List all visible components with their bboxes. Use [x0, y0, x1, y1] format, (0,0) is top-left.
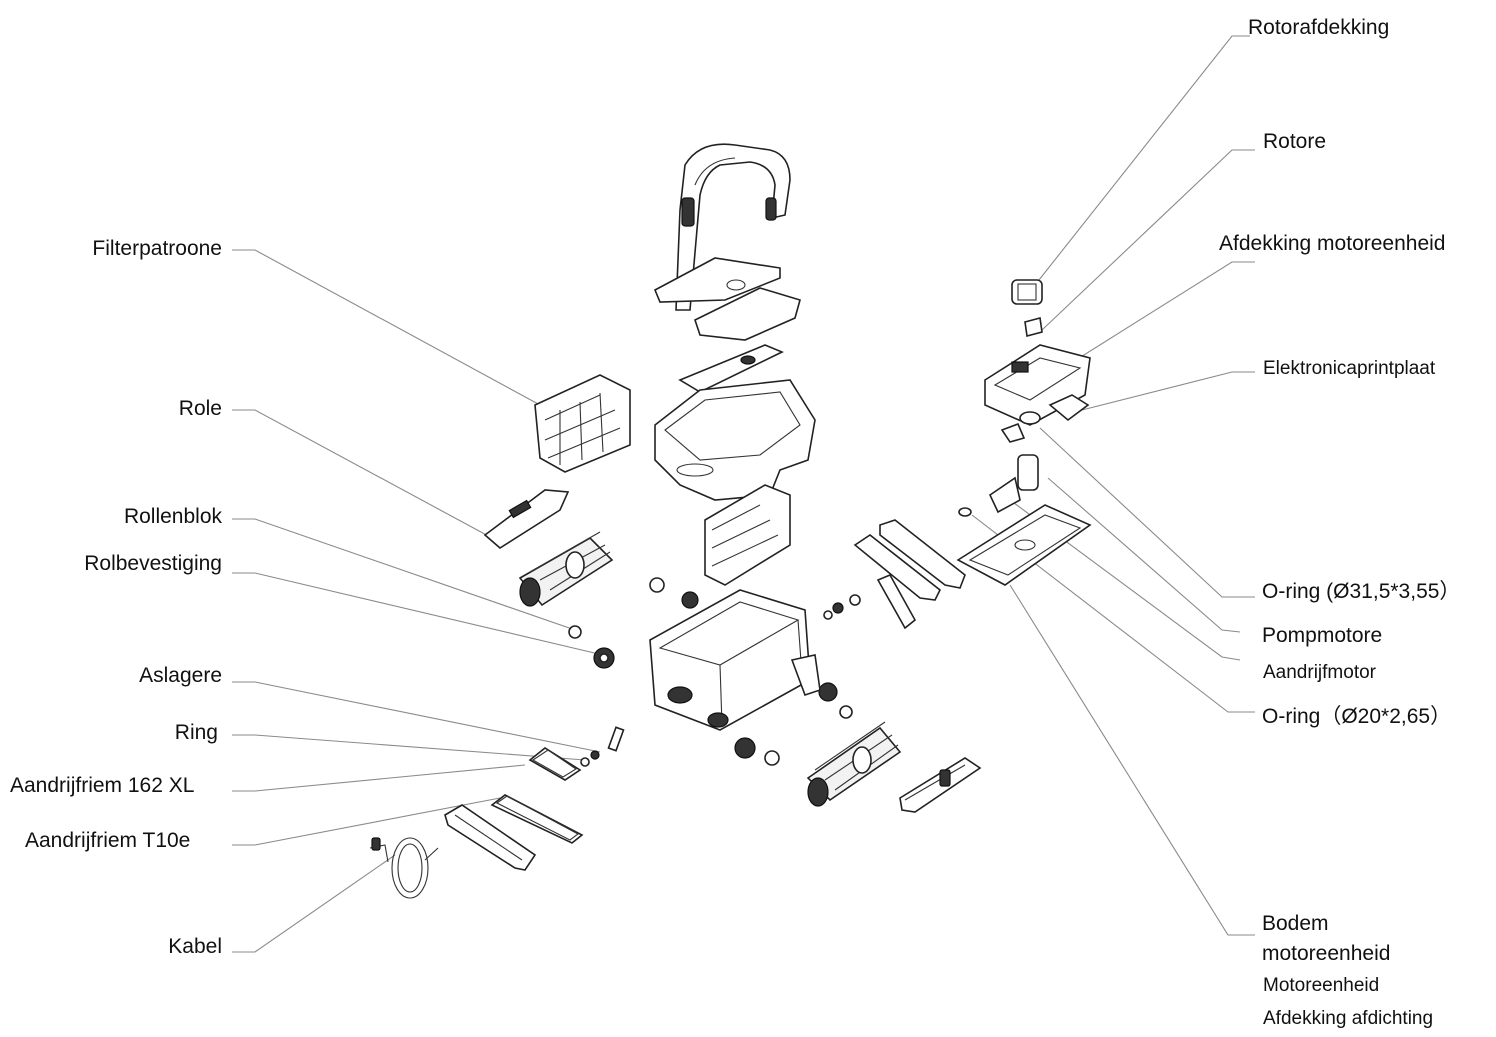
label-motoreenheid-2: Motoreenheid — [1263, 975, 1380, 996]
left-lower-parts — [369, 747, 584, 899]
center-filter — [704, 484, 791, 586]
leader-filterpatroone — [232, 249, 541, 406]
label-aandrijfriem-162xl: Aandrijfriem 162 XL — [10, 774, 195, 797]
label-afdekking-afdichting: Afdekking afdichting — [1263, 1008, 1434, 1029]
clipped-text-fragment — [6, 756, 66, 764]
label-afdekking-motoreenheid: Afdekking motoreenheid — [1219, 232, 1446, 255]
clipped-text-fragment-2 — [6, 818, 86, 826]
label-role: Role — [178, 397, 222, 420]
leader-aandrijfriem-t10e — [232, 797, 501, 846]
label-elektronicaprintplaat: Elektronicaprintplaat — [1263, 358, 1436, 379]
leader-rotore — [1041, 149, 1255, 331]
label-rolbevestiging: Rolbevestiging — [84, 552, 222, 575]
left-roller-block — [483, 489, 570, 549]
leader-rollenblok — [232, 518, 576, 631]
label-kabel: Kabel — [168, 935, 222, 958]
chassis — [649, 589, 821, 731]
label-filterpatroone: Filterpatroone — [92, 237, 222, 260]
leader-aandrijfmotor — [1009, 499, 1241, 661]
leader-rolbevestiging — [232, 572, 604, 656]
leader-pompmotore — [1047, 477, 1241, 633]
bottom-plate — [956, 504, 1092, 586]
leader-oring-31 — [1039, 427, 1255, 598]
top-lids — [653, 257, 801, 341]
label-rollenblok: Rollenblok — [123, 505, 222, 528]
leader-rotorafdekking — [1034, 35, 1250, 286]
leader-bodem — [1009, 584, 1255, 936]
label-bodem: Bodem — [1262, 912, 1329, 935]
leader-elektronicaprintplaat — [1081, 371, 1255, 411]
label-rotorafdekking: Rotorafdekking — [1248, 16, 1390, 39]
label-oring-31: O-ring (Ø31,5*3,55） — [1262, 580, 1461, 603]
right-lower-parts — [899, 757, 982, 813]
label-motoreenheid: motoreenheid — [1262, 942, 1391, 965]
label-aandrijfmotor: Aandrijfmotor — [1263, 662, 1376, 683]
motor-unit-parts — [958, 279, 1091, 517]
label-aslagere: Aslagere — [139, 664, 222, 687]
leader-lines — [232, 35, 1255, 953]
leader-oring-20 — [971, 514, 1255, 713]
body-top — [654, 344, 816, 501]
left-brush-roller — [518, 531, 614, 607]
left-filter-basket — [534, 374, 631, 473]
small-parts — [568, 577, 861, 767]
leader-aslagere — [232, 681, 601, 753]
leader-afdekking-motoreenheid — [1067, 261, 1255, 366]
label-oring-20: O-ring（Ø20*2,65） — [1262, 705, 1452, 728]
label-rotore: Rotore — [1263, 130, 1327, 153]
leader-ring — [232, 734, 586, 761]
leader-aandrijfriem-162xl — [232, 764, 526, 792]
label-aandrijfriem-t10e: Aandrijfriem T10e — [25, 829, 191, 852]
label-ring: Ring — [174, 721, 218, 744]
right-brush-roller — [806, 721, 902, 807]
leader-role — [232, 409, 506, 546]
leader-kabel — [232, 854, 396, 953]
right-track-frame — [853, 519, 966, 630]
label-pompmotore: Pompmotore — [1262, 624, 1383, 647]
